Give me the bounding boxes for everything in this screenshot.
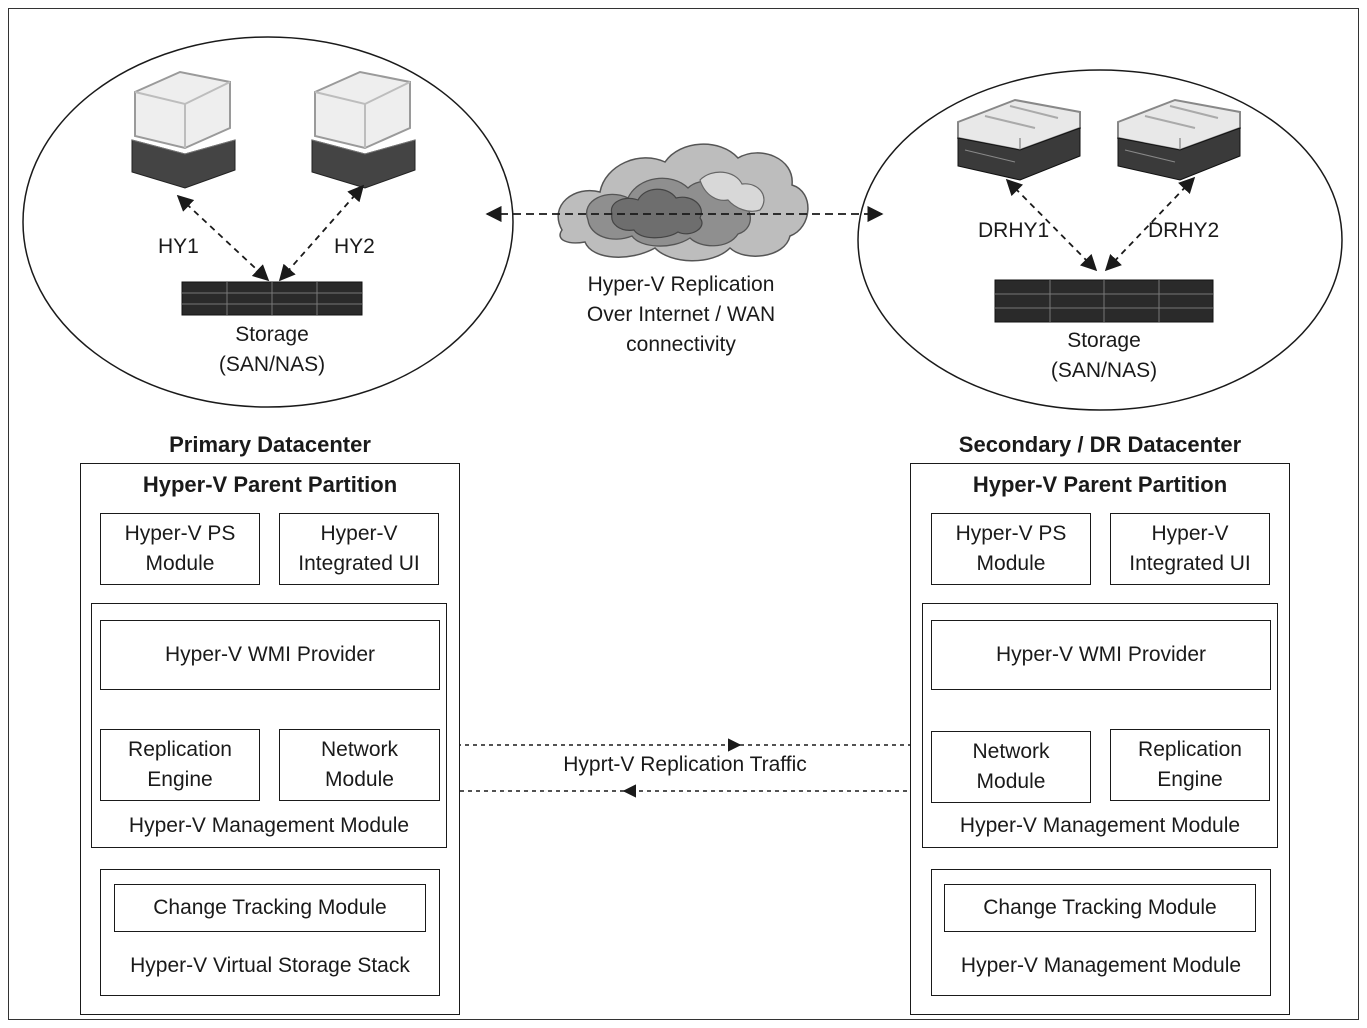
primary-change-tracking: Change Tracking Module [114,884,426,932]
primary-wmi-provider-label: Hyper-V WMI Provider [164,643,376,666]
primary-integrated-ui-line2: Integrated UI [298,552,420,575]
secondary-storage-icon [994,279,1214,323]
secondary-integrated-ui: Hyper-V Integrated UI [1110,513,1270,585]
secondary-storage-line2: (SAN/NAS) [1050,359,1158,382]
secondary-change-tracking-label: Change Tracking Module [983,896,1217,919]
secondary-management-module-label: Hyper-V Management Module [959,814,1241,837]
secondary-wmi-provider-label: Hyper-V WMI Provider [995,643,1207,666]
wan-caption-line2: Over Internet / WAN [586,303,776,326]
primary-storage-stack-label: Hyper-V Virtual Storage Stack [130,954,410,977]
secondary-network-module-line2: Module [976,770,1046,793]
wan-caption: Hyper-V Replication Over Internet / WAN … [556,270,806,360]
secondary-network-module-line1: Network [972,740,1050,763]
primary-change-tracking-label: Change Tracking Module [153,896,387,919]
primary-server-2-icon [311,70,416,189]
primary-storage-line2: (SAN/NAS) [218,353,326,376]
secondary-storage-stack-label: Hyper-V Management Module [960,954,1242,977]
primary-replication-engine-line1: Replication [128,738,232,761]
secondary-integrated-ui-line1: Hyper-V [1151,522,1229,545]
hy1-label: HY1 [158,235,199,258]
primary-parent-partition: Hyper-V Parent Partition [142,472,398,497]
hy1-storage-link [176,194,270,282]
secondary-storage-stack-container [931,869,1271,996]
secondary-wmi-provider: Hyper-V WMI Provider [931,620,1271,690]
secondary-storage-label: Storage (SAN/NAS) [1004,326,1204,386]
secondary-change-tracking: Change Tracking Module [944,884,1256,932]
diagram-frame [8,8,1359,1020]
primary-storage-stack-container [100,869,440,996]
secondary-storage-line1: Storage [1067,329,1141,352]
primary-ps-module-line1: Hyper-V PS [124,522,236,545]
drhy2-label: DRHY2 [1148,219,1220,242]
primary-integrated-ui-line1: Hyper-V [320,522,398,545]
drhy1-label: DRHY1 [978,219,1050,242]
primary-ps-module: Hyper-V PS Module [100,513,260,585]
primary-storage-line1: Storage [235,323,309,346]
secondary-ps-module: Hyper-V PS Module [931,513,1091,585]
primary-management-module-label: Hyper-V Management Module [128,814,410,837]
secondary-ps-module-line2: Module [976,552,1046,575]
secondary-parent-partition: Hyper-V Parent Partition [972,472,1228,497]
primary-storage-label: Storage (SAN/NAS) [172,320,372,380]
secondary-server-2-icon [1117,98,1241,181]
primary-replication-engine-line2: Engine [147,768,213,791]
replication-traffic-label: Hyprt-V Replication Traffic [563,753,807,776]
primary-dc-title: Primary Datacenter [169,432,371,457]
secondary-server-1-icon [957,98,1081,181]
cloud-icon [557,143,809,262]
secondary-integrated-ui-line2: Integrated UI [1129,552,1251,575]
secondary-replication-engine-line2: Engine [1157,768,1223,791]
primary-wmi-provider: Hyper-V WMI Provider [100,620,440,690]
wan-caption-line1: Hyper-V Replication [587,273,775,296]
primary-network-module-line2: Module [325,768,394,791]
secondary-replication-engine-line1: Replication [1138,738,1242,761]
hy2-storage-link [278,184,365,282]
primary-ps-module-line2: Module [145,552,215,575]
secondary-dc-title: Secondary / DR Datacenter [958,432,1242,457]
primary-server-1-icon [131,70,236,189]
primary-integrated-ui: Hyper-V Integrated UI [279,513,439,585]
wan-caption-line3: connectivity [626,333,736,356]
secondary-ps-module-line1: Hyper-V PS [955,522,1067,545]
primary-management-module-container [91,603,447,848]
secondary-management-module-container [922,603,1278,848]
hy2-label: HY2 [334,235,375,258]
primary-network-module-line1: Network [320,738,399,761]
secondary-site-ellipse [857,69,1343,411]
primary-storage-icon [181,281,363,316]
